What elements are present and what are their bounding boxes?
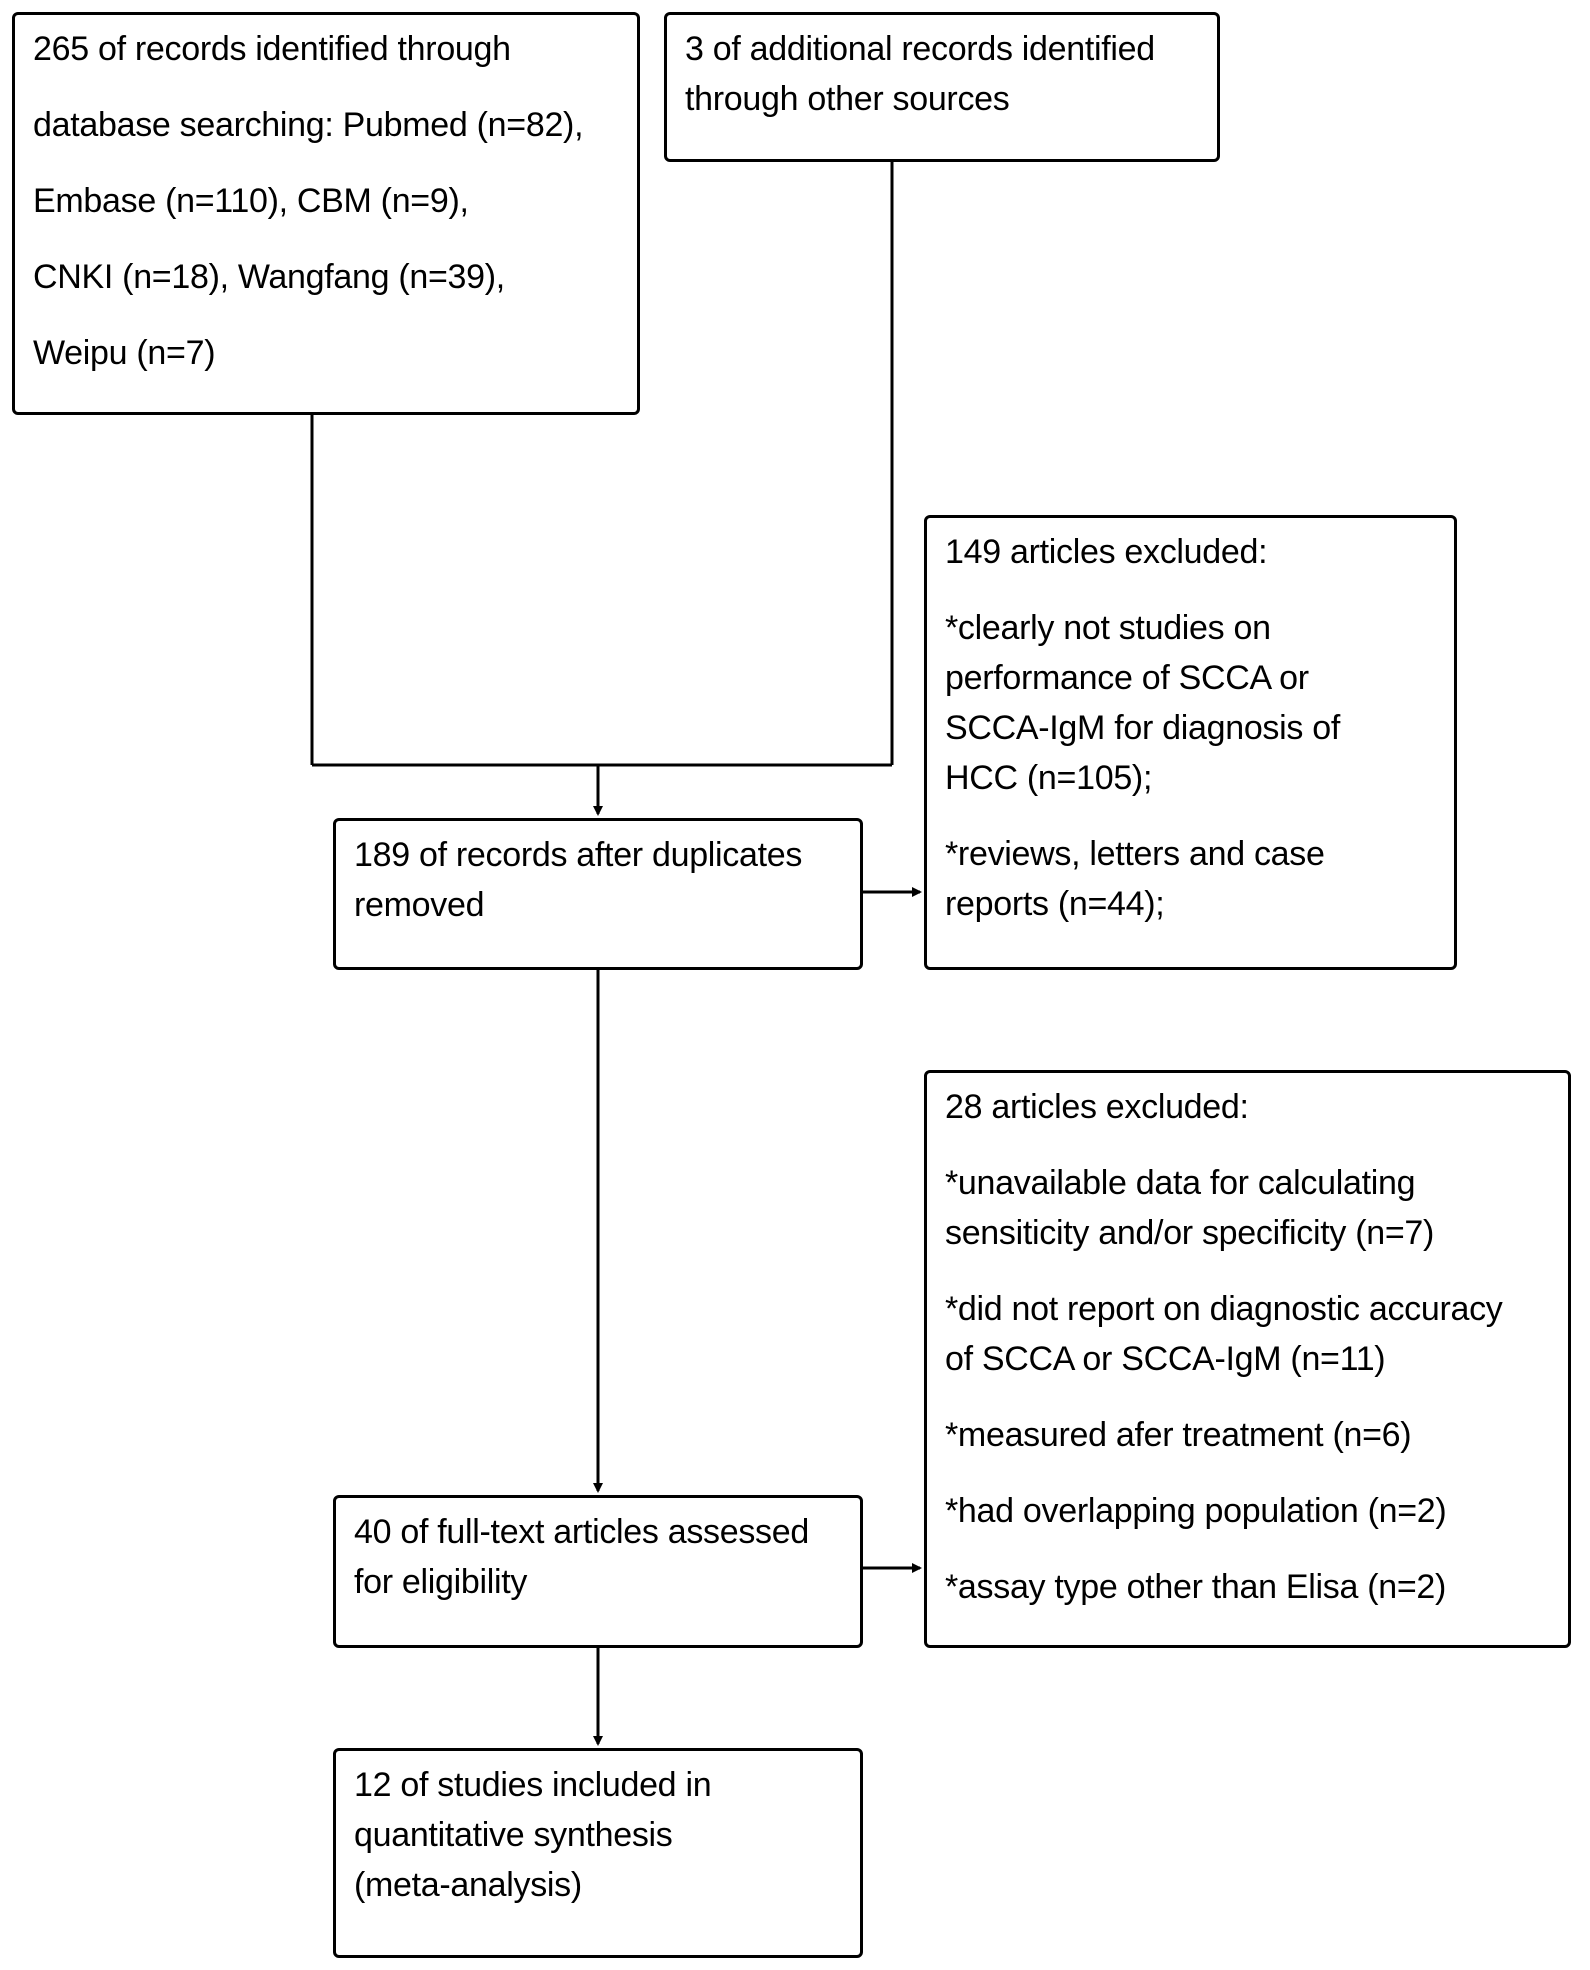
box-text-line: (meta-analysis) (354, 1866, 582, 1904)
box-text-line: removed (354, 886, 485, 924)
box-text-line: 12 of studies included in (354, 1766, 712, 1804)
studies-included-box: 12 of studies included in quantitative s… (333, 1748, 863, 1958)
box-text-line: database searching: Pubmed (n=82), (33, 106, 584, 144)
box-text-line: *measured afer treatment (n=6) (945, 1416, 1412, 1454)
box-text-line: CNKI (n=18), Wangfang (n=39), (33, 258, 505, 296)
box-text-line: quantitative synthesis (354, 1816, 673, 1854)
box-text-line: reports (n=44); (945, 885, 1165, 923)
box-text-line: SCCA-IgM for diagnosis of (945, 709, 1340, 747)
box-text-line: Embase (n=110), CBM (n=9), (33, 182, 469, 220)
box-text-line: *had overlapping population (n=2) (945, 1492, 1447, 1530)
box-text-line: *unavailable data for calculating (945, 1164, 1416, 1202)
records-identified-database-box: 265 of records identified through databa… (12, 12, 640, 415)
box-text-line: 3 of additional records identified (685, 30, 1155, 68)
box-text-line: 265 of records identified through (33, 30, 511, 68)
box-text-line: 40 of full-text articles assessed (354, 1513, 809, 1551)
box-text-line: *assay type other than Elisa (n=2) (945, 1568, 1447, 1606)
records-identified-other-sources-box: 3 of additional records identified throu… (664, 12, 1220, 162)
box-text-line: for eligibility (354, 1563, 528, 1601)
box-text-line: HCC (n=105); (945, 759, 1153, 797)
box-text-line: *clearly not studies on (945, 609, 1271, 647)
box-text-line: 149 articles excluded: (945, 533, 1268, 571)
box-text-line: 28 articles excluded: (945, 1088, 1249, 1126)
screening-excluded-box: 149 articles excluded: *clearly not stud… (924, 515, 1457, 970)
box-text-line: of SCCA or SCCA-IgM (n=11) (945, 1340, 1386, 1378)
box-text-line: 189 of records after duplicates (354, 836, 803, 874)
box-text-line: through other sources (685, 80, 1010, 118)
box-text-line: sensiticity and/or specificity (n=7) (945, 1214, 1435, 1252)
box-text-line: *did not report on diagnostic accuracy (945, 1290, 1503, 1328)
eligibility-excluded-box: 28 articles excluded: *unavailable data … (924, 1070, 1571, 1648)
box-text-line: *reviews, letters and case (945, 835, 1325, 873)
box-text-line: Weipu (n=7) (33, 334, 216, 372)
full-text-assessed-box: 40 of full-text articles assessed for el… (333, 1495, 863, 1648)
records-after-duplicates-box: 189 of records after duplicates removed (333, 818, 863, 970)
box-text-line: performance of SCCA or (945, 659, 1309, 697)
